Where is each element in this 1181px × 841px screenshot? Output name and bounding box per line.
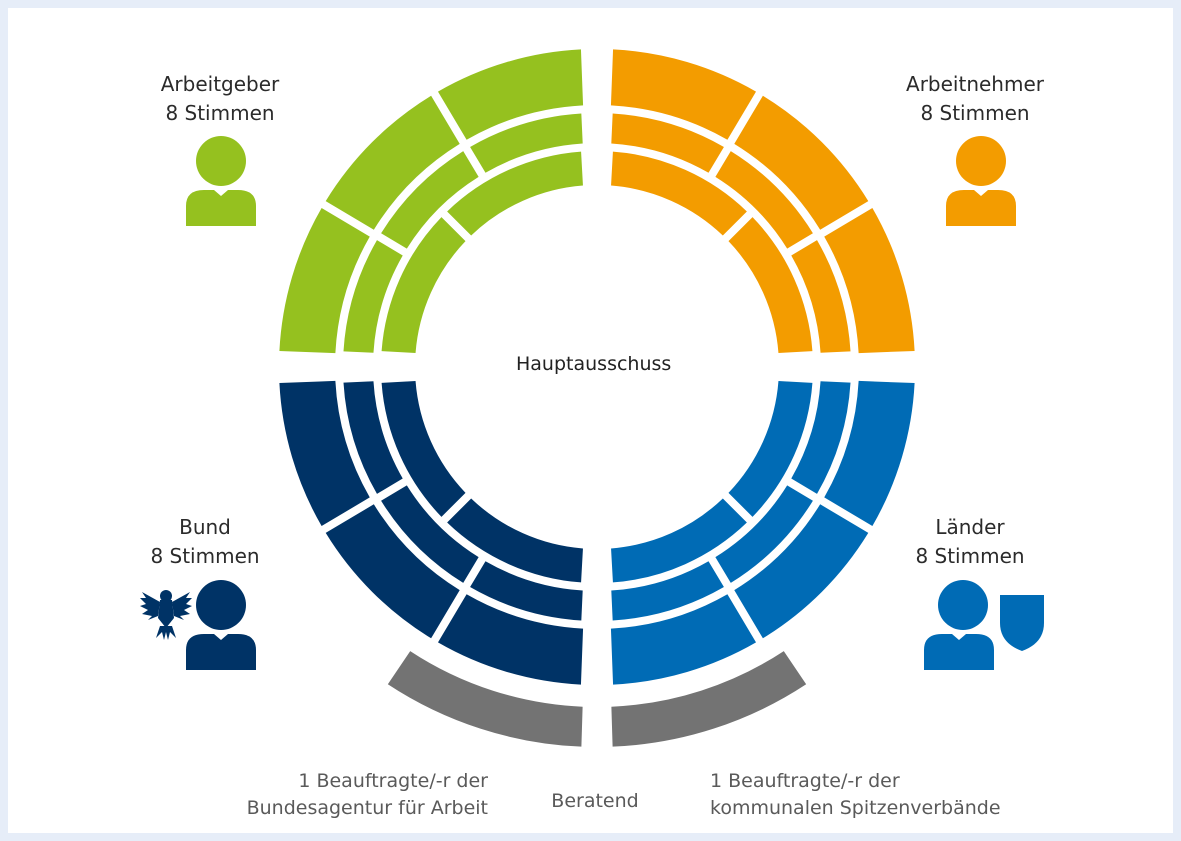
group-label-arbeitgeber: Arbeitgeber 8 Stimmen: [140, 70, 300, 128]
seat-arbeitnehmer: [611, 113, 724, 173]
seat-laender: [610, 594, 757, 685]
seat-arbeitnehmer: [824, 207, 915, 354]
seat-arbeitgeber: [343, 240, 403, 353]
group-label-bund: Bund 8 Stimmen: [150, 513, 260, 571]
advisory-note-left: 1 Beauftragte/-r der Bundesagentur für A…: [228, 768, 488, 822]
note-line: 1 Beauftragte/-r der: [298, 770, 488, 792]
seat-bund: [447, 498, 583, 583]
seat-laender: [791, 381, 851, 494]
federal-eagle-icon: [140, 590, 192, 640]
person-icon: [946, 136, 1016, 226]
group-name: Arbeitnehmer: [906, 72, 1044, 96]
advisory-seat-right: [611, 651, 807, 747]
group-name: Arbeitgeber: [160, 72, 280, 96]
seat-bund: [279, 380, 370, 527]
advisory-note-right: 1 Beauftragte/-r der kommunalen Spitzenv…: [710, 768, 1040, 822]
seat-laender: [611, 561, 724, 621]
seat-arbeitnehmer: [734, 95, 869, 230]
group-votes: 8 Stimmen: [920, 101, 1030, 125]
seat-arbeitgeber: [470, 113, 583, 173]
note-line: 1 Beauftragte/-r der: [710, 770, 900, 792]
seat-laender: [728, 381, 813, 517]
group-name: Bund: [179, 515, 231, 539]
group-votes: 8 Stimmen: [915, 544, 1025, 568]
advisory-label: Beratend: [551, 790, 639, 812]
seat-arbeitnehmer: [728, 217, 813, 353]
seat-bund: [343, 381, 403, 494]
seat-arbeitgeber: [381, 217, 466, 353]
seat-bund: [381, 381, 466, 517]
group-label-arbeitnehmer: Arbeitnehmer 8 Stimmen: [895, 70, 1055, 128]
group-name: Länder: [935, 515, 1005, 539]
seat-arbeitgeber: [381, 151, 479, 249]
group-votes: 8 Stimmen: [165, 101, 275, 125]
person-icon: [186, 136, 256, 226]
seat-bund: [381, 485, 479, 583]
seat-arbeitgeber: [279, 207, 370, 354]
seat-laender: [611, 498, 747, 583]
seat-bund: [470, 561, 583, 621]
advisory-arcs: [387, 651, 807, 747]
seat-laender: [824, 380, 915, 527]
seat-arbeitnehmer: [611, 151, 747, 236]
person-icon: [924, 580, 994, 670]
seat-arbeitnehmer: [791, 240, 851, 353]
diagram-center-title: Hauptausschuss: [516, 353, 672, 375]
seat-arbeitgeber: [447, 151, 583, 236]
note-line: Bundesagentur für Arbeit: [246, 797, 488, 819]
seat-bund: [325, 504, 460, 639]
seat-laender: [715, 485, 813, 583]
seat-segments: [279, 49, 915, 685]
seat-arbeitgeber: [325, 95, 460, 230]
shield-icon: [1000, 595, 1044, 651]
seat-arbeitnehmer: [715, 151, 813, 249]
seat-arbeitgeber: [437, 49, 584, 140]
advisory-seat-left: [387, 651, 583, 747]
group-label-laender: Länder 8 Stimmen: [915, 513, 1025, 571]
group-votes: 8 Stimmen: [150, 544, 260, 568]
seat-bund: [437, 594, 584, 685]
person-icon: [186, 580, 256, 670]
note-line: kommunalen Spitzenverbände: [710, 797, 1001, 819]
seat-laender: [734, 504, 869, 639]
seat-arbeitnehmer: [610, 49, 757, 140]
